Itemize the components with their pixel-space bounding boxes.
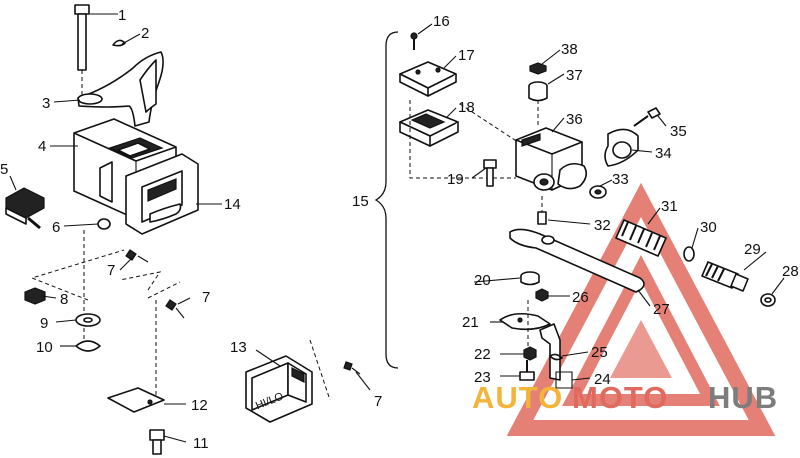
wire-path-left [30,249,181,301]
callout-22: 22 [474,346,491,363]
callout-29: 29 [744,241,761,258]
callout-11: 11 [193,435,209,452]
part-23-bolt [519,360,535,381]
part-11-bolt [149,429,165,455]
callout-8: 8 [60,291,68,308]
part-8-nut [24,287,46,305]
callout-32: 32 [594,217,611,234]
watermark-text-auto: AUTO [472,380,563,415]
part-22-nut [523,346,537,361]
callout-14: 14 [224,196,241,213]
part-38-nut [529,62,547,75]
part-14-cover [125,153,199,235]
part-37-bushing [528,81,548,128]
guide-line-top [409,100,531,179]
part-9-washer [75,313,101,327]
part-25-spring-clip [548,353,564,361]
part-1-bolt [74,4,90,98]
callout-1: 1 [118,7,126,24]
callout-15: 15 [352,193,369,210]
callout-31: 31 [661,198,678,215]
callout-18: 18 [458,99,475,116]
callout-7b: 7 [202,289,210,306]
callout-23: 23 [474,369,491,386]
callout-33: 33 [612,171,629,188]
callout-38: 38 [561,41,578,58]
part-34-bracket [604,128,639,167]
callout-7a: 7 [107,262,115,279]
callout-17: 17 [458,47,475,64]
part-6-washer [97,218,111,230]
callout-26: 26 [572,289,589,306]
brace-15 [374,31,399,369]
callout-7c: 7 [374,393,382,410]
switch-break-line [309,339,331,401]
callout-2: 2 [141,25,149,42]
watermark-text-hub: HUB [708,380,778,415]
part-13-hi-lo-switch: HI/LO [245,355,313,423]
callout-36: 36 [566,111,583,128]
callout-numbers: 1 2 3 4 5 6 7 7 8 9 10 11 12 13 14 15 16… [0,7,799,452]
callout-27: 27 [653,301,670,318]
callout-4: 4 [38,138,46,155]
part-18-switch-body [399,109,459,147]
part-5-connector [5,187,45,230]
part-21-plate [499,312,551,331]
part-35-screw [633,107,661,127]
part-16-screw [410,32,418,50]
callout-25: 25 [591,344,608,361]
callout-13: 13 [230,339,247,356]
part-31-spring [615,219,667,257]
callout-20: 20 [474,272,491,289]
part-33-washer [589,185,607,199]
callout-24: 24 [594,371,611,388]
part-29-plunger [701,261,749,292]
callout-12: 12 [191,397,208,414]
part-3-handle [77,51,164,127]
part-7-screw-c [343,361,361,375]
callout-3: 3 [42,95,50,112]
callout-19: 19 [447,171,464,188]
watermark-logo-triangle [506,182,776,436]
watermark-text: AUTO MOTO HUB [472,380,778,415]
part-27-shift-lever [509,228,645,293]
callout-10: 10 [36,339,53,356]
callout-28: 28 [782,263,799,280]
part-28-ring [760,293,776,307]
callout-37: 37 [566,67,583,84]
callout-34: 34 [655,145,672,162]
callout-30: 30 [700,219,717,236]
part-20-spacer [520,271,540,286]
callout-6: 6 [52,219,60,236]
part-19-bolt [483,159,497,187]
part-32-pin [537,196,547,225]
part-7-screw-b [165,299,185,319]
callout-21: 21 [462,314,479,331]
callout-16: 16 [433,13,450,30]
part-7-screw-a [125,249,149,263]
part-2-clip [112,39,126,47]
part-24-bracket [539,323,573,389]
callout-9: 9 [40,315,48,332]
callout-35: 35 [670,123,687,140]
part-10-lock-washer [75,340,101,352]
part-30-washer [683,246,695,262]
watermark-text-moto: MOTO [572,380,668,415]
callout-5: 5 [0,161,8,178]
part-26-nut [535,288,549,302]
part-12-plate [107,387,165,413]
part-36-lever-housing [515,127,588,191]
part-17-lid [399,61,457,97]
leader-lines [9,13,785,443]
